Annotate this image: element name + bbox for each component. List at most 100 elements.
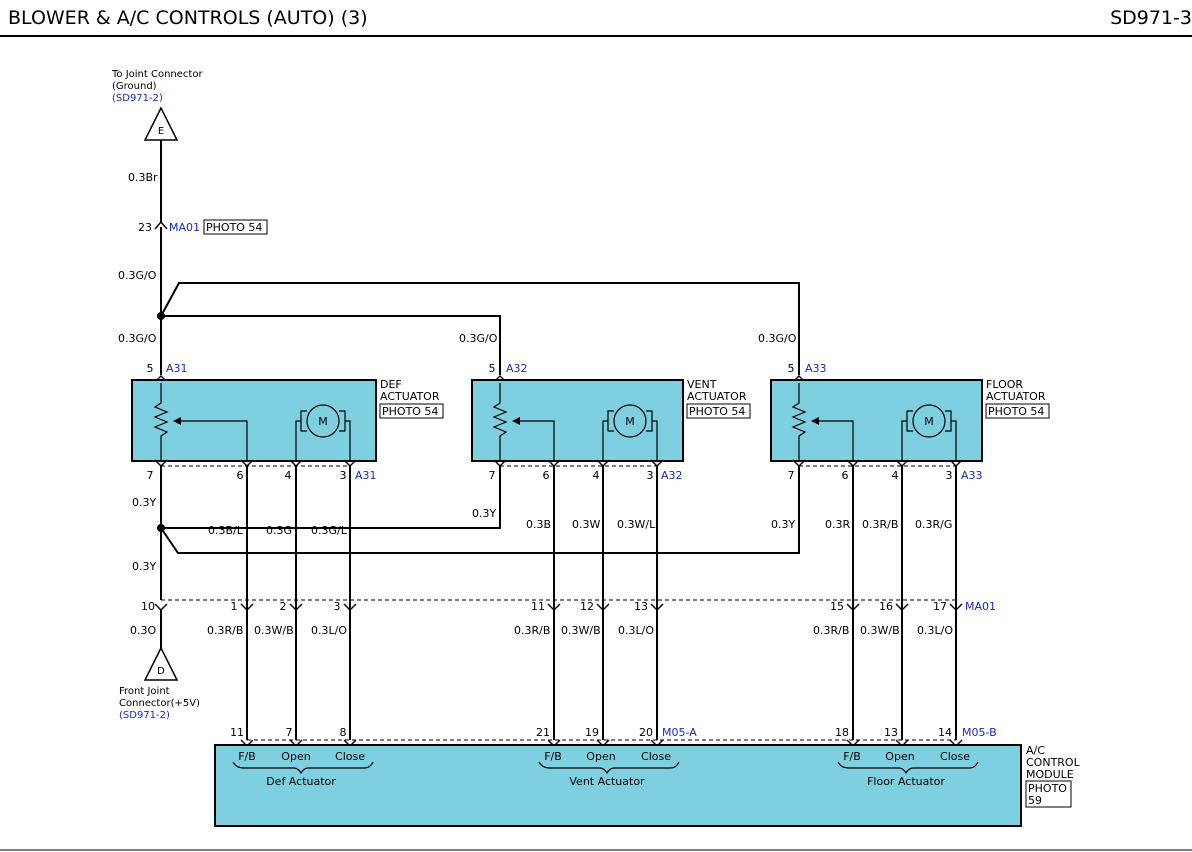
vent-fb-label: F/B [544,750,562,763]
def-open-label: Open [281,750,310,763]
floor-pin-4: 4 [892,469,899,482]
m05b-pin-18: 18 [835,726,849,739]
wire-label-ret-def: 0.3Y [132,496,156,509]
vent-title2: ACTUATOR [687,390,747,403]
ma01-pin-3: 3 [334,600,341,613]
page-code: SD971-3 [1110,7,1192,29]
wire-lower-floor-1: 0.3R/B [813,624,849,637]
ma01-row-name: MA01 [965,600,996,613]
ma01-photo-box [203,219,268,235]
vent-top-conn: A32 [506,362,528,375]
supply-ref-line1: Front Joint [119,686,170,697]
def-group-name: Def Actuator [266,775,336,788]
wire-lower-def-1: 0.3R/B [207,624,243,637]
wire-label-feed-vent: 0.3G/O [459,332,498,345]
wire-label-ground: 0.3Br [128,171,158,184]
wire-label-ret-vent: 0.3Y [472,507,496,520]
def-title2: ACTUATOR [380,390,440,403]
def-close-label: Close [335,750,365,763]
wire-lower-vent-3: 0.3L/O [618,624,654,637]
ma01-pin-1: 1 [231,600,238,613]
wire-lower-def-2: 0.3W/B [254,624,294,637]
def-pin-4: 4 [285,469,292,482]
def-pin-7: 7 [147,469,154,482]
vent-open-label: Open [586,750,615,763]
floor-fb-label: F/B [843,750,861,763]
supply-letter: D [157,666,165,677]
m05a-pin-20: 20 [639,726,653,739]
floor-actuator-box [770,379,983,462]
floor-actuator: 5 A33 FLOOR ACTUATOR PHOTO 54 M 7 6 4 3 … [770,362,1050,482]
def-brace-icon [232,761,374,775]
wire-label-feed-floor: 0.3G/O [758,332,797,345]
vent-pin-4: 4 [593,469,600,482]
vent-pin-7: 7 [489,469,496,482]
vent-pin-3: 3 [647,469,654,482]
m05a-pin-21: 21 [536,726,550,739]
def-motor-label: M [318,415,328,428]
floor-top-conn: A33 [805,362,827,375]
page-header: BLOWER & A/C CONTROLS (AUTO) (3) SD971-3 [0,0,1192,37]
ma01-pin-17: 17 [933,600,947,613]
ground-reference: To Joint Connector (Ground) (SD971-2) E [111,69,203,141]
wire-floor-3: 0.3R/G [915,518,952,531]
vent-motor-icon [613,404,647,438]
ma01-top-chevron-icon [154,220,168,230]
vent-group-name: Vent Actuator [569,775,645,788]
supply-ref-line2: Connector(+5V) [119,698,200,709]
ma01-pin-13: 13 [634,600,648,613]
ma01-pin-11: 11 [531,600,545,613]
wire-lower-floor-2: 0.3W/B [860,624,900,637]
wire-def-2: 0.3G [266,524,292,537]
ground-ref-line2: (Ground) [112,81,157,92]
m05a-name: M05-A [662,726,697,739]
wire-floor-1: 0.3R [825,518,850,531]
def-fb-label: F/B [238,750,256,763]
def-motor-icon [306,404,340,438]
wire-lower-def-3: 0.3L/O [311,624,347,637]
module-photo-box [1025,780,1072,808]
vent-motor-label: M [625,415,635,428]
wire-vent-1: 0.3B [526,518,551,531]
wire-lower-floor-3: 0.3L/O [917,624,953,637]
vent-brace-icon [538,761,680,775]
ma01-pin-16: 16 [879,600,893,613]
ma01-photo: PHOTO 54 [206,221,262,234]
ma01-pin-12: 12 [580,600,594,613]
m05b-name: M05-B [962,726,997,739]
wire-label-feed-def: 0.3G/O [118,332,157,345]
wire-floor-2: 0.3R/B [862,518,898,531]
supply-reference: D Front Joint Connector(+5V) (SD971-2) [119,646,200,721]
ma01-pin-2: 2 [280,600,287,613]
ma01-top-pin: 23 [138,221,152,234]
supply-ref-link: (SD971-2) [119,710,170,721]
ma01-top-name: MA01 [169,221,200,234]
wire-def-3: 0.3G/L [311,524,348,537]
floor-group-name: Floor Actuator [867,775,945,788]
m05b-pin-14: 14 [938,726,952,739]
wire-lower-vent-2: 0.3W/B [561,624,601,637]
module-title2: CONTROL [1026,756,1081,769]
def-photo: PHOTO 54 [382,405,438,418]
wire-label-ret-floor: 0.3Y [771,518,795,531]
wire-label-ground2: 0.3G/O [118,269,157,282]
m05a-pin-19: 19 [585,726,599,739]
wire-vent-3: 0.3W/L [617,518,656,531]
def-pin-6: 6 [237,469,244,482]
m05-connector: 11 7 8 21 19 20 M05-A 18 13 14 M05-B [230,726,997,747]
ac-control-module: A/C CONTROL MODULE PHOTO 59 F/B Open Clo… [214,744,1081,827]
ground-letter: E [158,126,164,137]
floor-photo: PHOTO 54 [988,405,1044,418]
wire-label-supply: 0.3O [130,624,156,637]
wire-def-1: 0.3B/L [208,524,244,537]
ma01-row-connector: 10 1 2 3 11 12 13 15 16 17 MA01 [141,599,996,613]
module-photo2: 59 [1028,794,1042,807]
floor-title1: FLOOR [986,378,1023,391]
floor-potentiometer-icon [791,383,807,462]
ac-module-box [214,744,1022,827]
module-title3: MODULE [1026,768,1074,781]
floor-pin-7: 7 [788,469,795,482]
def-top-pin: 5 [147,362,154,375]
floor-bottom-conn: A33 [961,469,983,482]
module-title1: A/C [1026,744,1045,757]
